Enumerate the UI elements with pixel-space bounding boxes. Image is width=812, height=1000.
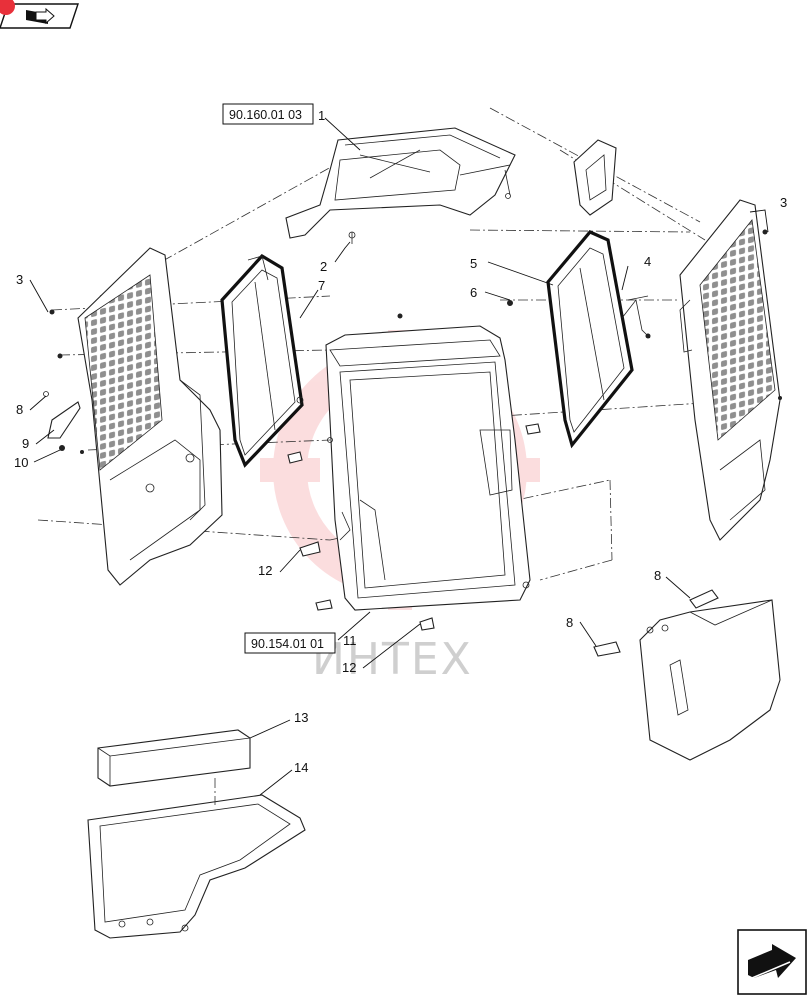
part-6-screw-icon bbox=[507, 300, 513, 306]
callout-9: 9 bbox=[22, 436, 29, 451]
part-3-screw-icon bbox=[49, 309, 55, 315]
callout-2: 2 bbox=[320, 259, 327, 274]
callout-3-right: 3 bbox=[780, 195, 787, 210]
part-14-tray[interactable] bbox=[87, 794, 306, 939]
callout-5: 5 bbox=[470, 256, 477, 271]
callout-8-right-bottom: 8 bbox=[566, 615, 573, 630]
reference-top-text: 90.160.01 03 bbox=[229, 108, 302, 122]
red-marker-icon bbox=[0, 0, 15, 15]
part-5-right-window[interactable] bbox=[507, 230, 634, 449]
callout-7: 7 bbox=[318, 278, 325, 293]
left-side-panel[interactable] bbox=[77, 247, 223, 586]
part-3-screw-right-icon bbox=[762, 229, 768, 235]
callout-8-left: 8 bbox=[16, 402, 23, 417]
callout-3-left: 3 bbox=[16, 272, 23, 287]
book-arrow-icon[interactable] bbox=[0, 0, 79, 29]
part-4-bracket[interactable] bbox=[621, 295, 651, 339]
watermark-text: ИНТЕХ bbox=[312, 634, 473, 685]
leader-lines bbox=[29, 117, 769, 796]
part-12-screw-bottom bbox=[419, 617, 435, 631]
callout-12-top: 12 bbox=[258, 563, 272, 578]
callout-11: 11 bbox=[343, 633, 357, 648]
part-13-foam-block[interactable] bbox=[97, 729, 251, 787]
right-side-panel[interactable] bbox=[679, 199, 782, 541]
callout-6: 6 bbox=[470, 285, 477, 300]
part-8-latch-top bbox=[689, 589, 719, 609]
corner-panel[interactable] bbox=[573, 139, 617, 216]
part-7-left-window[interactable] bbox=[220, 253, 304, 468]
part-8-latch-bottom bbox=[593, 641, 621, 657]
reference-bottom-text: 90.154.01 01 bbox=[251, 637, 324, 651]
part-8-clip-icon bbox=[43, 391, 49, 397]
left-small-parts[interactable] bbox=[43, 309, 85, 455]
callout-12-bottom: 12 bbox=[342, 660, 356, 675]
callout-numbers: 1 2 3 3 4 5 6 7 8 8 8 9 10 11 12 12 13 1… bbox=[14, 108, 787, 775]
reference-box-bottom[interactable]: 90.154.01 01 bbox=[244, 632, 336, 654]
part-10-screw-icon bbox=[59, 445, 65, 451]
reference-box-top[interactable]: 90.160.01 03 bbox=[222, 103, 314, 125]
callout-8-right-top: 8 bbox=[654, 568, 661, 583]
callout-1: 1 bbox=[318, 108, 325, 123]
screw-icon bbox=[505, 193, 511, 199]
next-page-arrow-icon[interactable] bbox=[737, 929, 807, 995]
callout-4: 4 bbox=[644, 254, 651, 269]
callout-13: 13 bbox=[294, 710, 308, 725]
callout-14: 14 bbox=[294, 760, 308, 775]
door-screws[interactable] bbox=[287, 313, 541, 631]
callout-10: 10 bbox=[14, 455, 28, 470]
part-12-screw-top bbox=[299, 541, 321, 557]
part-1-roof-panel[interactable] bbox=[285, 127, 516, 244]
lower-right-panel[interactable] bbox=[593, 589, 781, 761]
part-9-plate bbox=[47, 401, 81, 439]
part-11-door[interactable] bbox=[325, 325, 531, 611]
